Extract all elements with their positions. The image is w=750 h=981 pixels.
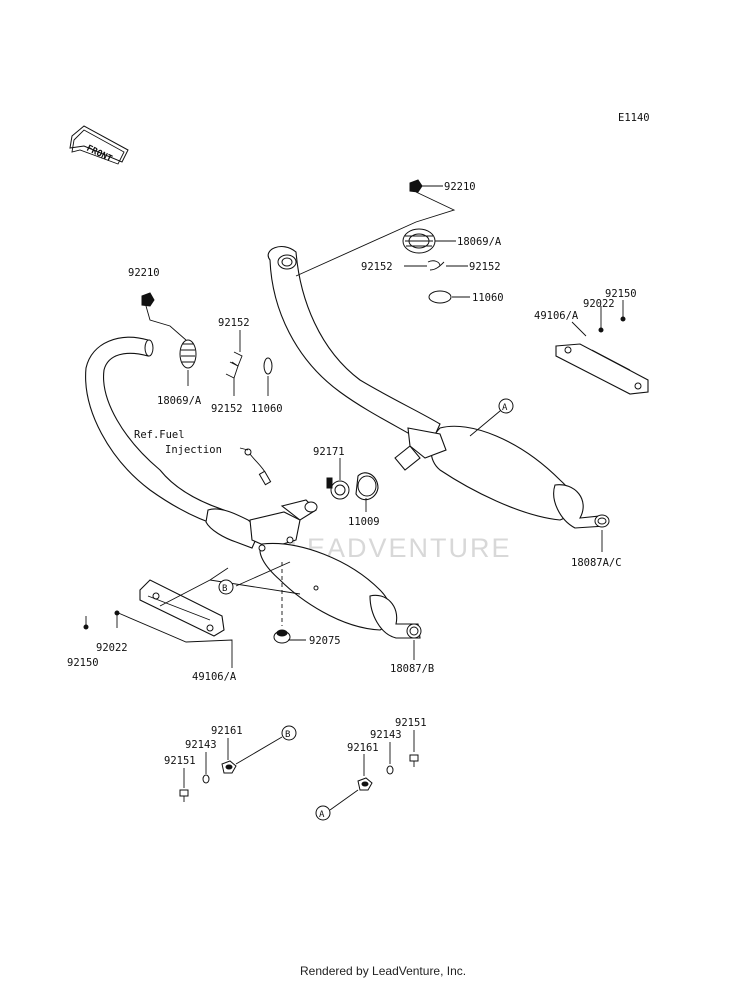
bolt-92150-upper xyxy=(620,316,626,322)
ring-92152-upper-right xyxy=(429,261,445,271)
washer-92143-right xyxy=(386,765,394,775)
nut-92210-lower xyxy=(141,292,155,307)
clamp-92171 xyxy=(326,477,350,500)
footer-credit: Rendered by LeadVenture, Inc. xyxy=(300,964,466,978)
bracket-49106-upper xyxy=(555,343,649,395)
bolt-92151-right xyxy=(409,754,419,767)
nut-92210-upper xyxy=(409,179,423,193)
label-92152-lower: 92152 xyxy=(211,403,243,415)
label-92152-upper-right: 92152 xyxy=(469,261,501,273)
label-92151-left: 92151 xyxy=(164,755,196,767)
label-92143-right: 92143 xyxy=(370,729,402,741)
lower-muffler xyxy=(258,536,422,639)
upper-exhaust-pipe xyxy=(267,246,441,447)
gasket-18069-upper xyxy=(402,228,436,254)
label-92152-upper-left: 92152 xyxy=(361,261,393,273)
label-18069a-upper: 18069/A xyxy=(457,236,502,248)
svg-text:A: A xyxy=(319,810,325,820)
label-92022-upper: 92022 xyxy=(583,298,615,310)
ring-92152-lower xyxy=(225,351,243,379)
label-11009: 11009 xyxy=(348,516,380,528)
bracket-49106-lower xyxy=(139,579,225,637)
ref-fuel-text: Ref.Fuel xyxy=(134,429,185,441)
label-11060-upper: 11060 xyxy=(472,292,504,304)
label-49106a-lower: 49106/A xyxy=(192,671,237,683)
label-11060-lower: 11060 xyxy=(251,403,283,415)
label-92210-lower: 92210 xyxy=(128,267,160,279)
nut-92161-left xyxy=(221,760,237,774)
label-18087ac: 18087A/C xyxy=(571,557,622,569)
oxygen-sensor xyxy=(244,448,272,486)
bolt-92151-left xyxy=(179,789,189,802)
label-92151-right: 92151 xyxy=(395,717,427,729)
callout-a-hardware: A xyxy=(315,805,331,821)
label-92210-upper: 92210 xyxy=(444,181,476,193)
label-92150-lower: 92150 xyxy=(67,657,99,669)
grommet-92075 xyxy=(273,629,291,644)
diagram-code: E1140 xyxy=(618,112,650,124)
label-18087b: 18087/B xyxy=(390,663,434,675)
washer-92022-upper xyxy=(598,327,604,333)
upper-pipe-joint xyxy=(394,427,447,471)
gasket-18069-lower xyxy=(179,339,197,369)
label-92143-left: 92143 xyxy=(185,739,217,751)
sleeve-11009 xyxy=(355,472,379,501)
washer-92143-left xyxy=(202,774,210,784)
ring-11060-lower xyxy=(263,357,273,375)
injection-text: Injection xyxy=(165,444,222,456)
label-92150-upper: 92150 xyxy=(605,288,637,300)
label-92161-right: 92161 xyxy=(347,742,379,754)
front-arrow-icon: FRONT xyxy=(69,125,129,165)
label-18069a-lower: 18069/A xyxy=(157,395,202,407)
ring-11060-upper xyxy=(428,290,452,304)
svg-text:B: B xyxy=(222,584,227,594)
bolt-92150-lower xyxy=(83,624,89,630)
label-92161-left: 92161 xyxy=(211,725,243,737)
label-92075: 92075 xyxy=(309,635,341,647)
callout-b-lower: B xyxy=(218,579,234,595)
label-92171: 92171 xyxy=(313,446,345,458)
nut-92161-right xyxy=(357,777,373,791)
callout-a-upper: A xyxy=(498,398,514,414)
label-49106a-upper: 49106/A xyxy=(534,310,579,322)
callout-b-hardware: B xyxy=(281,725,297,741)
upper-muffler xyxy=(430,425,610,529)
ring-92152-upper-left xyxy=(427,260,441,267)
svg-text:A: A xyxy=(502,403,508,413)
svg-text:B: B xyxy=(285,730,290,740)
label-92022-lower: 92022 xyxy=(96,642,128,654)
label-92152-lower-top: 92152 xyxy=(218,317,250,329)
